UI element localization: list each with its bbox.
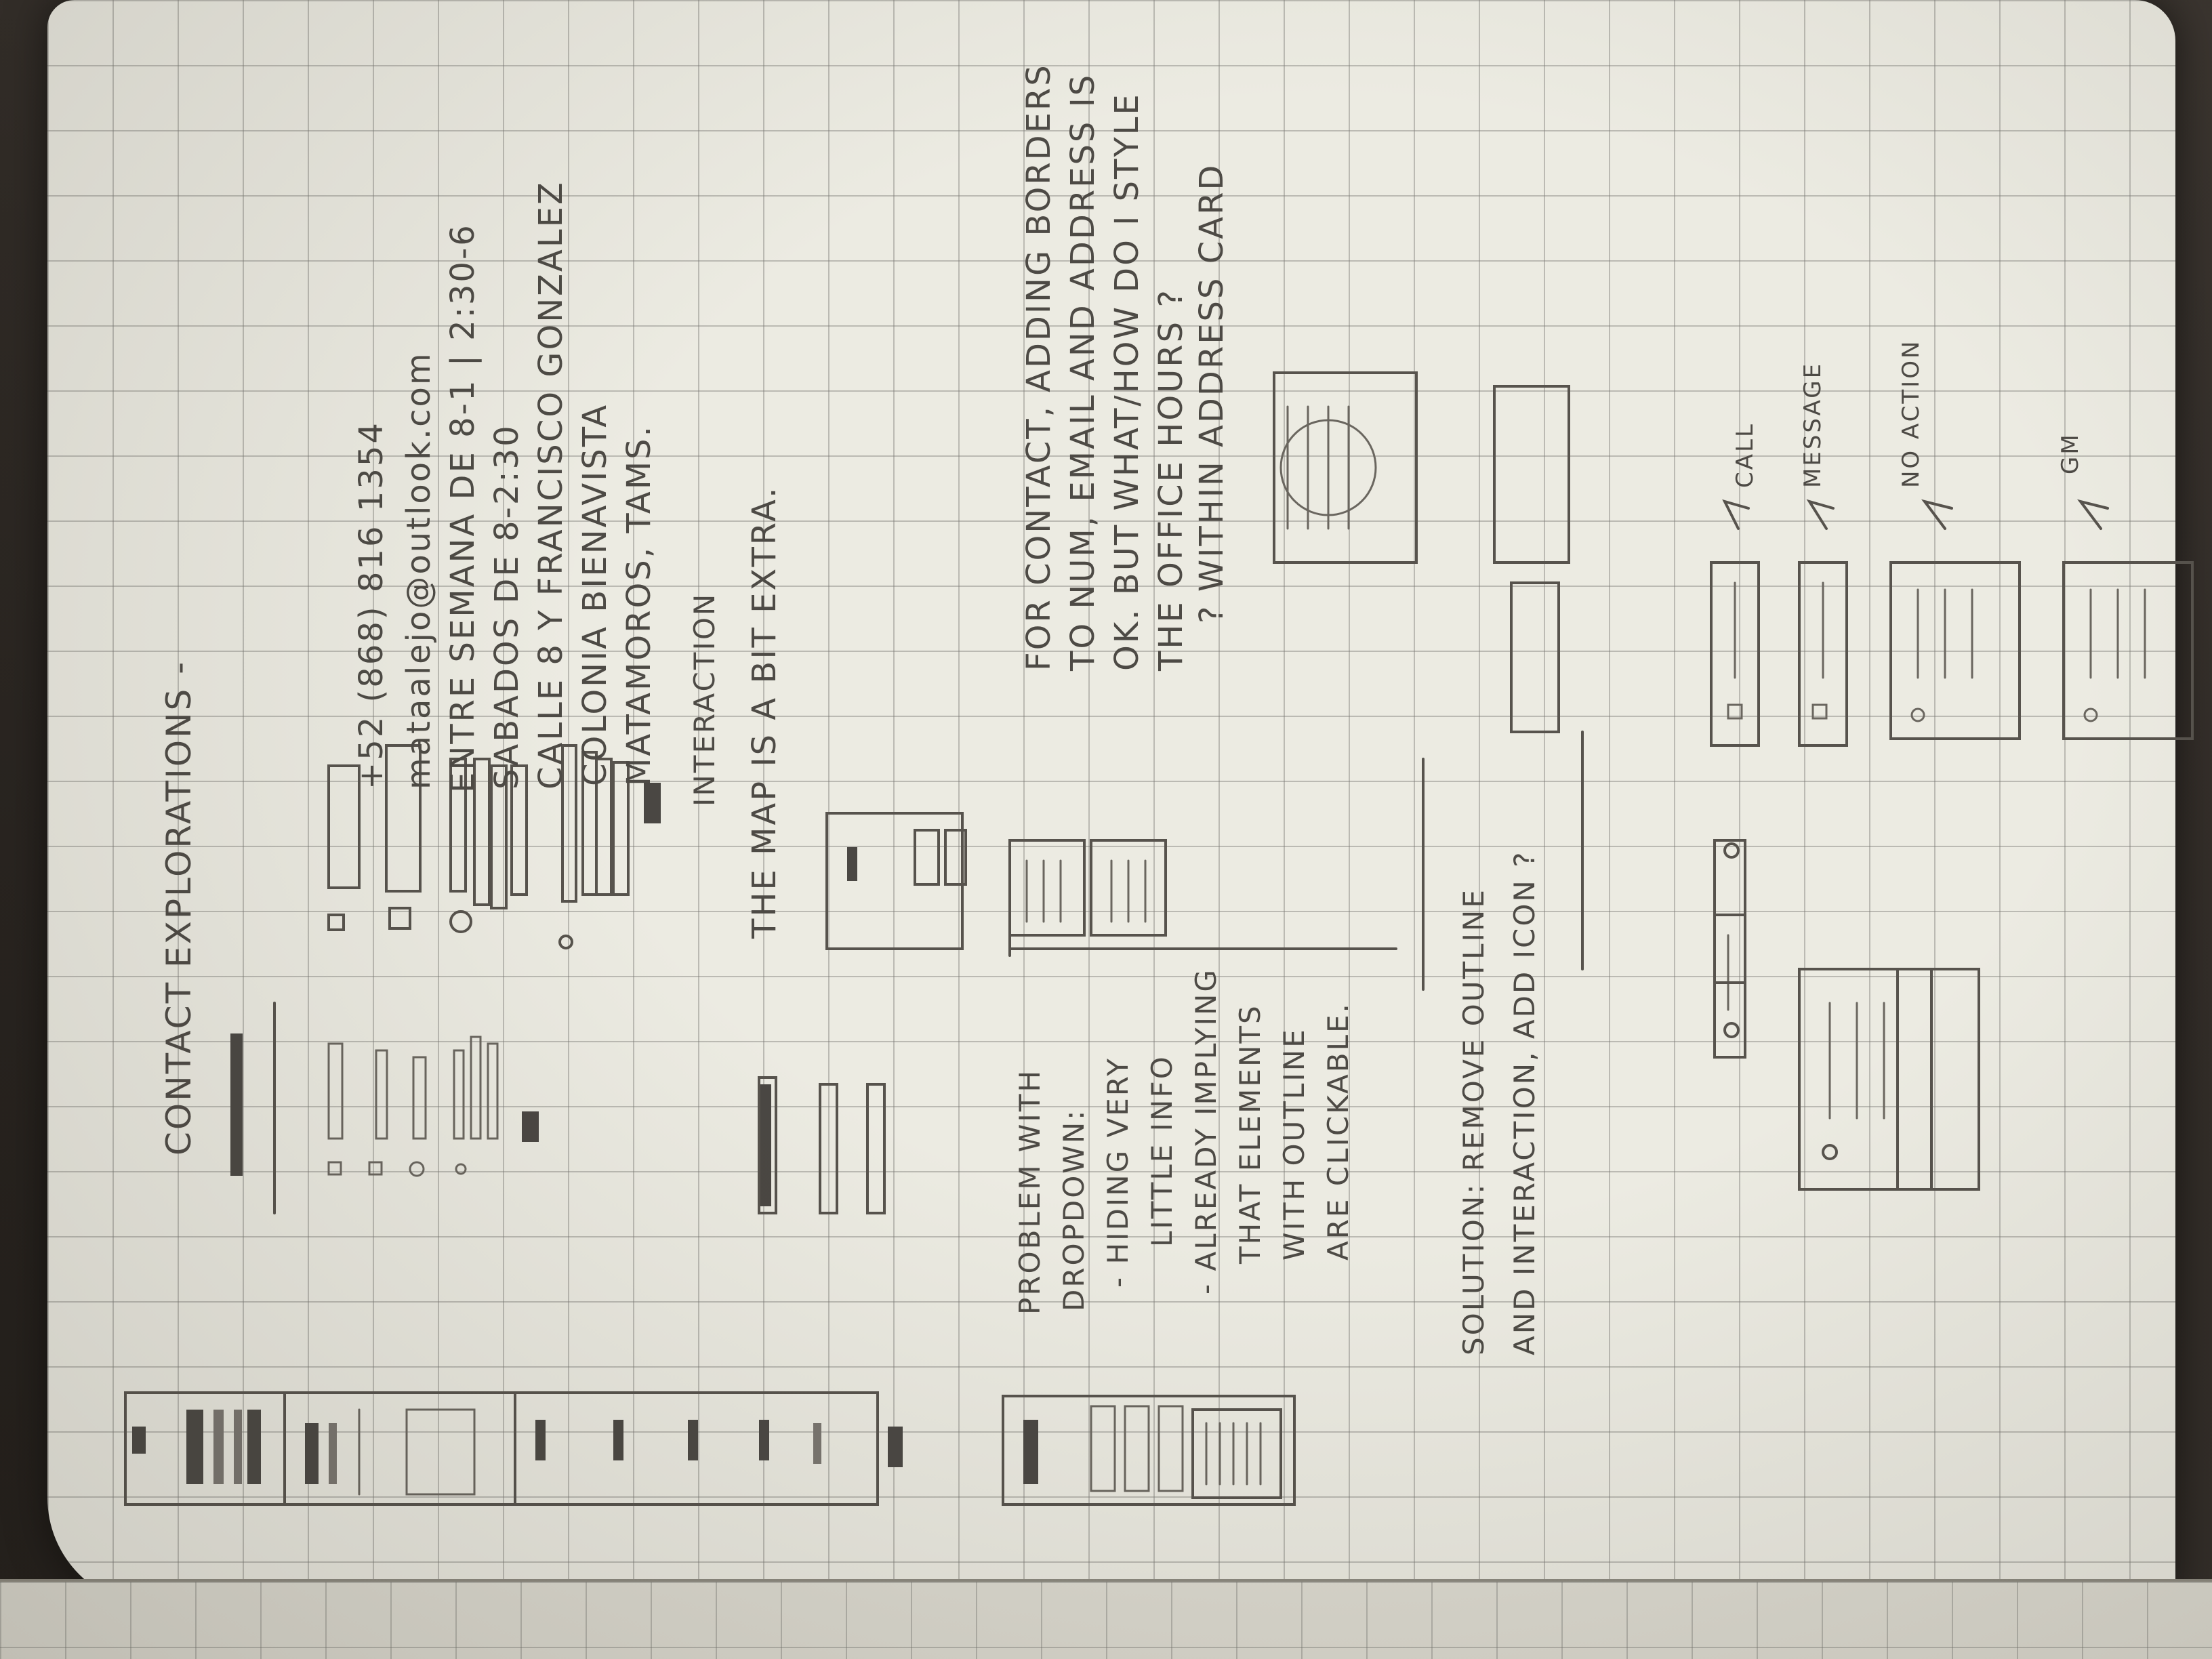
map-note: THE MAP IS A BIT EXTRA. [745, 485, 783, 939]
address-street: CALLE 8 Y FRANCISCO GONZALEZ [532, 180, 570, 790]
office-hours-saturday: SABADOS DE 8-2:30 [488, 424, 526, 790]
wireframe-left-screen [124, 1391, 903, 1506]
header-sketch [230, 1002, 276, 1214]
action-label-call: CALL [1732, 422, 1759, 488]
action-cards-sketch [1710, 499, 2194, 747]
interaction-heading: INTERACTION [688, 592, 721, 806]
contact-list-sketch [327, 744, 661, 949]
contact-phone: +52 (868) 816 1354 [352, 421, 390, 790]
contact-card-note-1: FOR CONTACT, ADDING BORDERS [1020, 63, 1058, 671]
problem-line-2: DROPDOWN: [1057, 1108, 1090, 1311]
problem-line-8: ARE CLICKABLE. [1322, 1002, 1355, 1261]
solution-line-2: AND INTERACTION, ADD ICON ? [1508, 850, 1541, 1355]
problem-line-4: LITTLE INFO [1145, 1054, 1179, 1247]
notebook-next-page [0, 1579, 2212, 1659]
icon-list-sketch [327, 1036, 539, 1177]
card-row-sketch [1713, 839, 1980, 1191]
address-city: MATAMOROS, TAMS. [620, 424, 658, 786]
problem-line-6: THAT ELEMENTS [1233, 1004, 1267, 1264]
page-title: CONTACT EXPLORATIONS - [159, 659, 199, 1155]
contact-card-note-2: TO NUM, EMAIL AND ADDRESS IS [1064, 73, 1102, 671]
address-colony: COLONIA BIENAVISTA [576, 403, 614, 786]
action-label-gm: GM [2057, 432, 2084, 474]
solution-line-1: SOLUTION: REMOVE OUTLINE [1457, 888, 1490, 1355]
wireframe-left-screen-2 [1002, 1395, 1296, 1506]
problem-line-1: PROBLEM WITH [1013, 1068, 1046, 1315]
dropdown-sketch [758, 1076, 886, 1214]
problem-line-7: WITH OUTLINE [1277, 1027, 1311, 1261]
office-hours-weekdays: ENTRE SEMANA DE 8-1 | 2:30-6 [444, 223, 482, 793]
map-interaction-sketch [825, 812, 1167, 957]
contact-email: mataalejo@outlook.com [400, 351, 438, 790]
contact-card-note-4: THE OFFICE HOURS ? [1152, 288, 1190, 671]
action-label-no-action: NO ACTION [1898, 339, 1925, 488]
contact-card-note-5: ? WITHIN ADDRESS CARD [1193, 163, 1231, 623]
problem-line-5: - ALREADY IMPLYING [1189, 968, 1223, 1294]
notebook-page [47, 0, 2175, 1606]
action-label-message: MESSAGE [1799, 361, 1826, 488]
divider-lines [1008, 731, 1584, 991]
problem-line-3: - HIDING VERY [1101, 1057, 1134, 1288]
address-card-sketch [1273, 371, 1570, 733]
contact-card-note-3: OK. BUT WHAT/HOW DO I STYLE [1108, 92, 1146, 671]
